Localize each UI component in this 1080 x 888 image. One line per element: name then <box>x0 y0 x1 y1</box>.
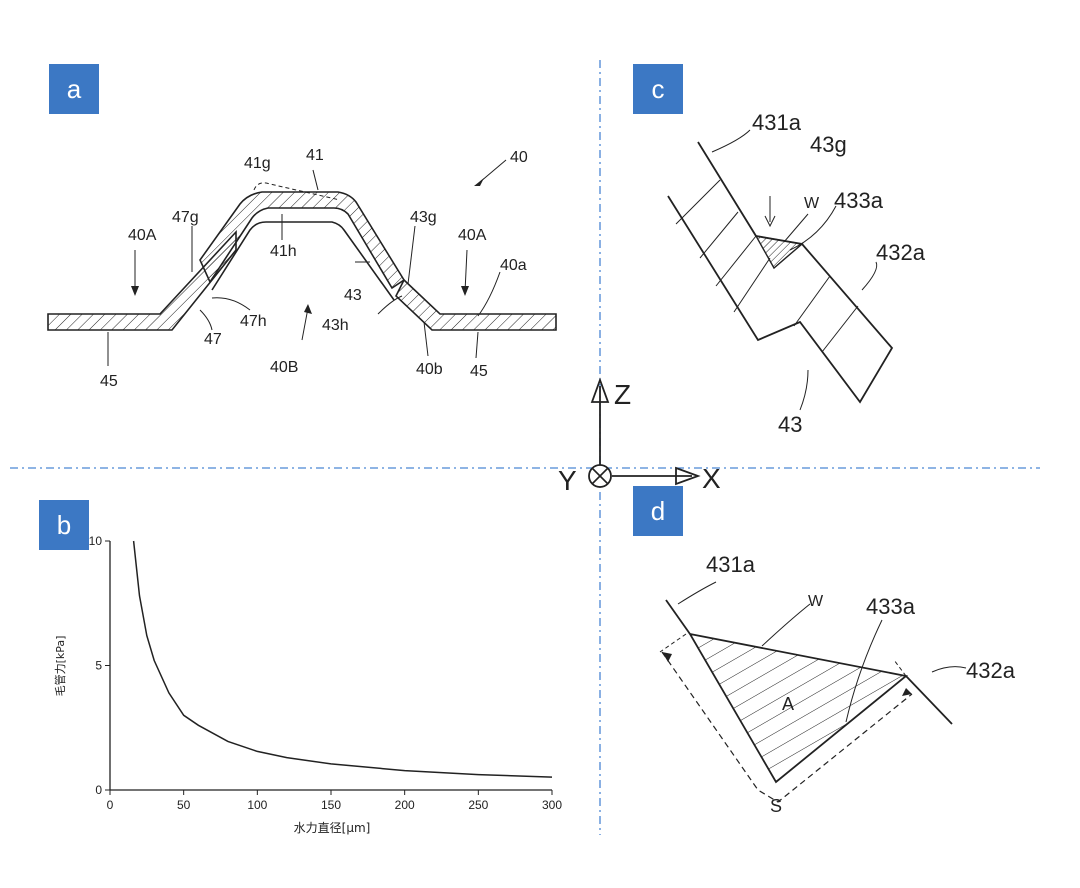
axis-label-y: Y <box>558 465 577 496</box>
x-tick-label: 250 <box>468 798 488 812</box>
label-47h: 47h <box>240 313 267 330</box>
x-tick-label: 100 <box>247 798 267 812</box>
series-line <box>132 540 553 778</box>
x-tick-label: 50 <box>177 798 191 812</box>
label-41h: 41h <box>270 243 297 260</box>
left-flange <box>47 229 237 331</box>
panel-c-badge: c <box>633 64 683 114</box>
y-tick-label: 5 <box>95 659 102 673</box>
right-flange <box>395 278 557 331</box>
label-40B: 40B <box>270 359 298 376</box>
label-W-d: W <box>808 593 824 610</box>
y-axis-label: 毛管力[kPa] <box>53 636 67 697</box>
x-tick-label: 150 <box>321 798 341 812</box>
hat-section <box>199 191 406 290</box>
y-tick-label: 0 <box>95 783 102 797</box>
label-432a-c: 432a <box>876 240 926 265</box>
label-43: 43 <box>344 287 362 304</box>
x-tick-label: 0 <box>107 798 114 812</box>
label-43-c: 43 <box>778 412 802 437</box>
label-47: 47 <box>204 331 222 348</box>
label-A: A <box>782 694 794 714</box>
label-43g: 43g <box>410 209 437 226</box>
axis-label-x: X <box>702 463 721 494</box>
label-40: 40 <box>510 149 528 166</box>
label-W-c: W <box>804 195 820 212</box>
label-41g: 41g <box>244 155 271 172</box>
label-41: 41 <box>306 147 324 164</box>
label-40A-left: 40A <box>128 227 157 244</box>
panel-d-badge: d <box>633 486 683 536</box>
label-432a-d: 432a <box>966 658 1016 683</box>
axis-label-z: Z <box>614 379 631 410</box>
label-43h: 43h <box>322 317 349 334</box>
panel-b-badge: b <box>39 500 89 550</box>
x-tick-label: 300 <box>542 798 562 812</box>
label-40b: 40b <box>416 361 443 378</box>
x-tick-label: 200 <box>395 798 415 812</box>
label-433a-d: 433a <box>866 594 916 619</box>
label-47g: 47g <box>172 209 199 226</box>
y-tick-label: 10 <box>89 534 103 548</box>
label-431a: 431a <box>752 110 802 135</box>
x-axis-label: 水力直径[μm] <box>294 821 371 835</box>
label-45-right: 45 <box>470 363 488 380</box>
label-431a-d: 431a <box>706 552 756 577</box>
label-S: S <box>770 796 782 816</box>
label-433a-c: 433a <box>834 188 884 213</box>
label-40a: 40a <box>500 257 527 274</box>
label-45-left: 45 <box>100 373 118 390</box>
panel-a-badge: a <box>49 64 99 114</box>
label-43g-c: 43g <box>810 132 847 157</box>
label-40A-right: 40A <box>458 227 487 244</box>
